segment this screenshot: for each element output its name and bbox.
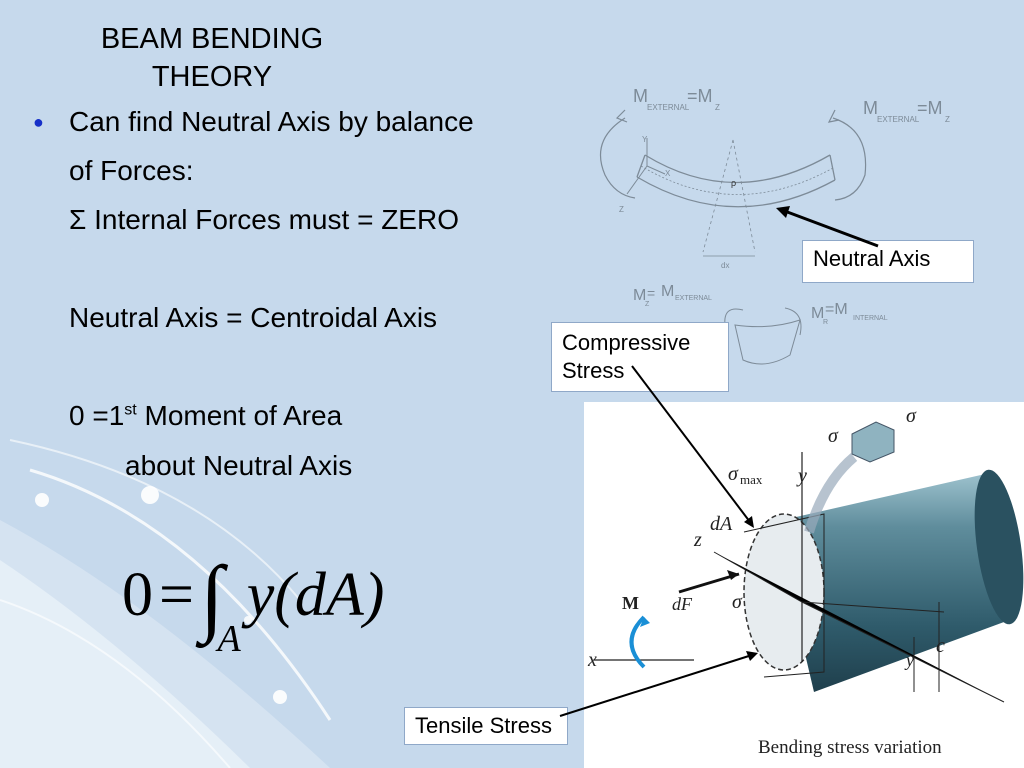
compressive-line-2: Stress <box>562 358 625 383</box>
mz-label: M <box>633 287 646 304</box>
title-line-2: THEORY <box>151 61 273 93</box>
y-axis: y <box>796 465 807 487</box>
formula-equals: = <box>159 561 194 629</box>
z-axis-label: Z <box>619 205 624 214</box>
df-label: dF <box>672 594 693 614</box>
formula-zero: 0 <box>122 561 153 629</box>
mz-eq: = <box>647 285 655 301</box>
beam-cylinder-illustration: σ σ σ max y dA z M dF σ x c y <box>587 405 1024 703</box>
m-external-left-sub: EXTERNAL <box>647 103 690 112</box>
mr-rhs-sub: INTERNAL <box>853 315 888 322</box>
bullet-line-3: Σ Internal Forces must = ZERO <box>69 204 459 235</box>
figure-caption: Bending stress variation <box>758 737 942 758</box>
m-external-right-rhs-sub: Z <box>945 115 950 124</box>
m-external-left: M <box>633 86 648 106</box>
mz-rhs-sub: EXTERNAL <box>675 295 712 302</box>
sigma-max-sub: max <box>740 472 763 487</box>
moment-prefix: 0 =1 <box>69 400 125 431</box>
beam-bending-diagram: M EXTERNAL =M Z M EXTERNAL =M Z Y X Z ρ … <box>599 86 950 365</box>
bullet-dot-icon: ● <box>33 112 44 132</box>
tensile-stress-label: Tensile Stress <box>404 707 568 745</box>
y-small: y <box>904 650 914 670</box>
da-label: dA <box>710 513 733 535</box>
x-axis: x <box>587 649 597 671</box>
mz-rhs: M <box>661 283 674 300</box>
moment-superscript: st <box>124 401 137 419</box>
bullet-line-5: 0 =1st Moment of Area <box>69 400 342 432</box>
bending-stress-figure: σ σ σ max y dA z M dF σ x c y <box>584 402 1024 768</box>
y-axis-label: Y <box>642 135 648 144</box>
m-external-left-rhs: =M <box>687 86 713 106</box>
formula-body: y(dA) <box>246 561 385 629</box>
mr-eq: =M <box>825 301 848 318</box>
compressive-line-1: Compressive <box>562 330 691 355</box>
bullet-line-4: Neutral Axis = Centroidal Axis <box>69 302 438 333</box>
sigma-max: σ <box>728 463 739 485</box>
sigma-top: σ <box>906 405 917 427</box>
neutral-axis-label: Neutral Axis <box>802 240 974 283</box>
x-axis-label: X <box>665 169 671 178</box>
mr-sub: R <box>823 319 828 326</box>
moment-m: M <box>622 593 639 613</box>
moment-suffix: Moment of Area <box>136 400 343 431</box>
c-label: c <box>936 635 945 657</box>
compressive-stress-label: Compressive Stress <box>551 322 729 392</box>
formula-subscript: A <box>217 618 241 660</box>
title-line-1: BEAM BENDING <box>100 23 324 55</box>
z-axis: z <box>693 529 702 551</box>
integral-sign: ∫ <box>199 548 224 644</box>
bullet-line-1: Can find Neutral Axis by balance <box>69 106 474 137</box>
dx-label: dx <box>721 261 729 270</box>
rho-label: ρ <box>731 178 736 188</box>
mz-sub: Z <box>645 301 650 308</box>
mr-label: M <box>811 305 824 322</box>
m-external-right-sub: EXTERNAL <box>877 115 920 124</box>
slide-title: BEAM BENDING THEORY <box>62 20 362 96</box>
sigma-mid: σ <box>732 591 743 613</box>
sigma-left: σ <box>828 425 839 447</box>
m-external-right: M <box>863 98 878 118</box>
integral-formula: 0=∫Ay(dA) <box>122 536 385 660</box>
m-external-left-rhs-sub: Z <box>715 103 720 112</box>
bullet-line-2: of Forces: <box>69 155 194 186</box>
m-external-right-rhs: =M <box>917 98 943 118</box>
bullet-line-6: about Neutral Axis <box>125 450 353 481</box>
